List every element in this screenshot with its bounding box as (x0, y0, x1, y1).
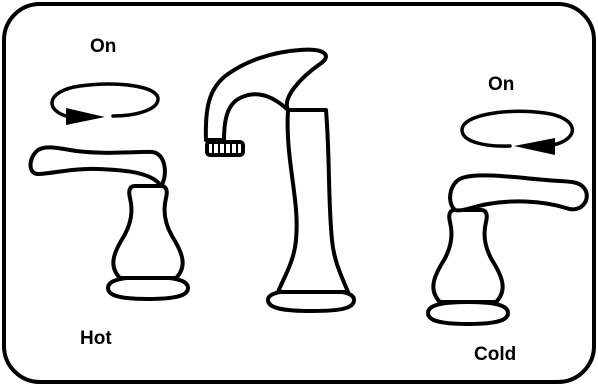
hot-on-label: On (90, 37, 116, 56)
cold-label: Cold (474, 345, 516, 364)
cold-on-label: On (488, 75, 514, 94)
hot-label: Hot (80, 329, 112, 348)
